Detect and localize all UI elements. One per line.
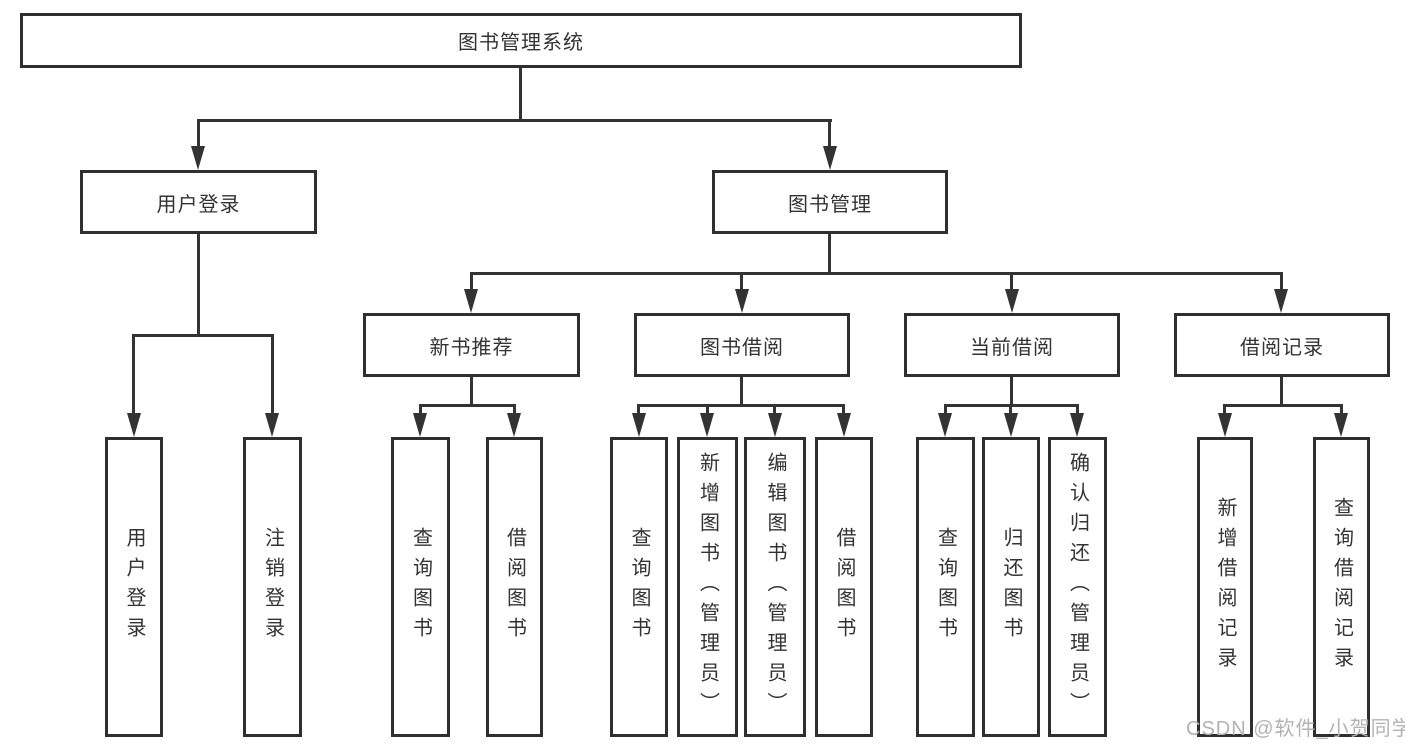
arrow-down-icon <box>127 413 141 437</box>
arrow-down-icon <box>768 413 782 437</box>
node-label: 图书管理 <box>788 193 872 216</box>
arrow-down-icon <box>700 413 714 437</box>
connector-stub <box>1223 404 1226 416</box>
node-label: 新增借阅记录 <box>1214 497 1236 677</box>
node-label: 用户登录 <box>123 527 145 647</box>
leaf-user-login: 用户登录 <box>105 437 163 737</box>
arrow-down-icon <box>464 289 478 313</box>
node-label: 当前借阅 <box>970 336 1054 359</box>
node-library-management-system: 图书管理系统 <box>20 13 1022 68</box>
connector-stub-book-borrow <box>740 272 743 289</box>
leaf-logout: 注销登录 <box>243 437 302 737</box>
leaf-edit-books-admin: 编辑图书（管理员） <box>744 437 806 737</box>
node-label: 用户登录 <box>156 193 241 216</box>
node-label: 借阅图书 <box>833 527 855 647</box>
node-label: 图书管理系统 <box>458 32 584 54</box>
arrow-down-icon <box>938 413 952 437</box>
connector-stub <box>842 404 845 416</box>
arrow-down-icon <box>735 289 749 313</box>
node-label: 编辑图书（管理员） <box>764 452 786 722</box>
leaf-query-borrow-record: 查询借阅记录 <box>1313 437 1370 737</box>
node-book-management: 图书管理 <box>712 170 948 234</box>
arrow-down-icon <box>1005 289 1019 313</box>
arrow-down-icon <box>413 413 427 437</box>
connector-borrow-records-stem <box>1280 377 1283 406</box>
arrow-down-icon <box>1070 413 1084 437</box>
connector-stub <box>706 404 709 416</box>
leaf-query-books-new-book: 查询图书 <box>391 437 450 737</box>
connector-stub-user-login <box>197 119 200 149</box>
connector-user-login-stem <box>197 234 200 335</box>
leaf-borrow-books-new-book: 借阅图书 <box>486 437 543 737</box>
connector-stub-borrow-records <box>1280 272 1283 289</box>
connector-user-login-crossbar <box>133 334 274 337</box>
node-label: 查询图书 <box>409 527 432 647</box>
connector-book-borrow-crossbar <box>639 404 844 407</box>
connector-book-management-crossbar <box>470 272 1282 275</box>
arrow-down-icon <box>632 413 646 437</box>
node-book-borrowing: 图书借阅 <box>634 313 850 377</box>
connector-stub <box>637 404 640 416</box>
leaf-add-books-admin: 新增图书（管理员） <box>677 437 738 737</box>
leaf-borrow-books-borrowing: 借阅图书 <box>815 437 873 737</box>
connector-stub-current-borrow <box>1010 272 1013 289</box>
leaf-query-books-current: 查询图书 <box>916 437 975 737</box>
leaf-return-books: 归还图书 <box>982 437 1040 737</box>
arrow-down-icon <box>507 413 521 437</box>
connector-stub <box>773 404 776 416</box>
node-label: 新书推荐 <box>429 336 514 359</box>
node-label: 新增图书（管理员） <box>696 452 719 722</box>
node-label: 借阅图书 <box>503 527 526 647</box>
connector-new-book-crossbar <box>420 404 515 407</box>
connector-stub-book-management <box>828 119 831 149</box>
connector-stub <box>419 404 422 416</box>
node-label: 借阅记录 <box>1240 336 1324 359</box>
connector-stub-leaf-logout <box>271 334 274 413</box>
node-new-book-recommendation: 新书推荐 <box>363 313 580 377</box>
node-label: 查询图书 <box>934 527 957 647</box>
connector-book-borrow-stem <box>740 377 743 406</box>
connector-book-management-stem <box>828 234 831 275</box>
node-label: 图书借阅 <box>700 336 784 359</box>
node-borrowing-records: 借阅记录 <box>1174 313 1390 377</box>
arrow-down-icon <box>1218 413 1232 437</box>
leaf-add-borrow-record: 新增借阅记录 <box>1197 437 1253 737</box>
connector-stub <box>1009 404 1012 416</box>
connector-stub-new-book <box>470 272 473 289</box>
connector-root-crossbar <box>197 119 832 122</box>
leaf-query-books-borrowing: 查询图书 <box>610 437 668 737</box>
arrow-down-icon <box>265 413 279 437</box>
node-label: 归还图书 <box>1000 527 1022 647</box>
connector-current-borrow-stem <box>1010 377 1013 406</box>
csdn-watermark: CSDN @软件_小贺同学 <box>1186 718 1405 740</box>
arrow-down-icon <box>1004 413 1018 437</box>
arrow-down-icon <box>837 413 851 437</box>
node-current-borrowing: 当前借阅 <box>904 313 1120 377</box>
connector-stub <box>513 404 516 416</box>
connector-root-stem <box>519 68 522 121</box>
arrow-down-icon <box>823 146 837 170</box>
arrow-down-icon <box>1274 289 1288 313</box>
connector-stub-leaf-user-login <box>132 334 135 413</box>
node-label: 注销登录 <box>261 527 284 647</box>
node-user-login: 用户登录 <box>80 170 317 234</box>
arrow-down-icon <box>1334 413 1348 437</box>
connector-stub <box>944 404 947 416</box>
connector-borrow-records-crossbar <box>1224 404 1342 407</box>
leaf-confirm-return-admin: 确认归还（管理员） <box>1048 437 1107 737</box>
connector-stub <box>1076 404 1079 416</box>
node-label: 查询图书 <box>628 527 650 647</box>
node-label: 确认归还（管理员） <box>1066 452 1089 722</box>
arrow-down-icon <box>191 146 205 170</box>
connector-stub <box>1340 404 1343 416</box>
connector-new-book-stem <box>470 377 473 406</box>
node-label: 查询借阅记录 <box>1330 497 1353 677</box>
